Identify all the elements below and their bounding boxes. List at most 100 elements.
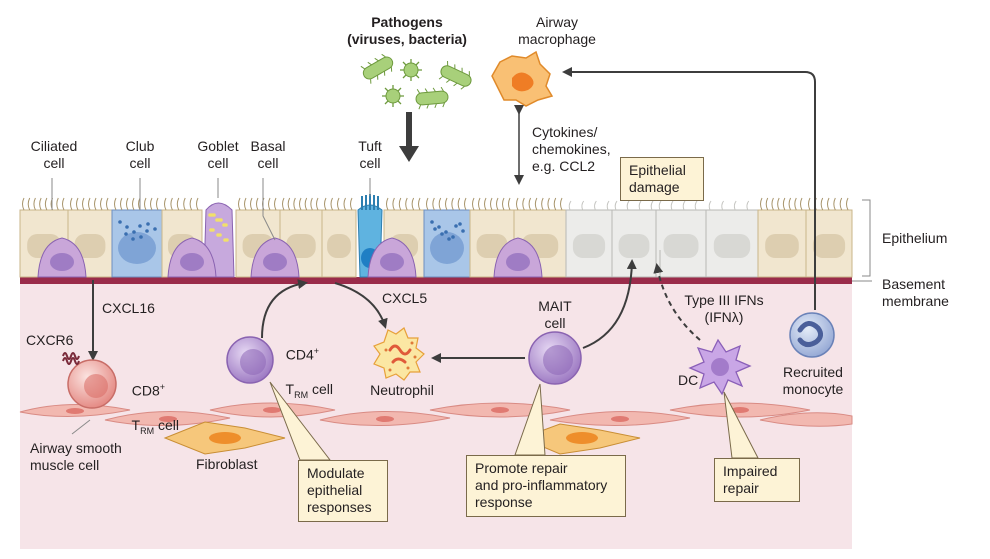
cilia bbox=[708, 200, 750, 211]
club-granule bbox=[458, 222, 462, 226]
cilia bbox=[658, 200, 698, 211]
cell-nucleus bbox=[618, 234, 650, 258]
club-granule bbox=[430, 220, 434, 224]
pathogens-title: Pathogens bbox=[371, 14, 443, 30]
cd4-trm-label: CD4+ TRM cell bbox=[285, 346, 333, 400]
airway-macrophage bbox=[491, 50, 554, 107]
mait-to-epithelium-arrow bbox=[582, 259, 637, 349]
cilia bbox=[614, 200, 654, 211]
goblet-cell-label: Goblet cell bbox=[197, 138, 239, 171]
club-granule bbox=[440, 232, 444, 236]
recruited-monocyte-label: Recruited monocyte bbox=[782, 364, 844, 397]
cell-nucleus bbox=[765, 234, 799, 258]
cxcl5-label: CXCL5 bbox=[382, 290, 428, 306]
cilia bbox=[324, 197, 353, 211]
cell-nucleus bbox=[327, 234, 351, 258]
mucus-granule bbox=[212, 213, 216, 217]
cilia bbox=[164, 197, 199, 211]
neutrophil-cell bbox=[373, 327, 425, 381]
cilia bbox=[472, 197, 511, 211]
macrophage-label: Airway macrophage bbox=[518, 14, 596, 47]
epithelium-bracket bbox=[862, 199, 871, 277]
basal-cell-label: Basal cell bbox=[250, 138, 286, 171]
club-granule bbox=[146, 222, 150, 226]
cilia bbox=[282, 197, 319, 211]
smooth-muscle-nuclei bbox=[66, 407, 749, 422]
cilia bbox=[22, 197, 65, 211]
basal-cell-nucleus bbox=[380, 253, 404, 271]
club-cell-label: Club cell bbox=[125, 138, 155, 171]
club-granule bbox=[145, 229, 149, 233]
cell-nucleus bbox=[713, 234, 751, 258]
club-granule bbox=[118, 220, 122, 224]
epithelial-damage-label: Epithelial damage bbox=[620, 157, 704, 201]
bacterium bbox=[415, 86, 449, 110]
tuft-cell-label: Tuft cell bbox=[358, 138, 382, 171]
club-granule bbox=[461, 229, 465, 233]
basal-cell-nucleus bbox=[263, 253, 287, 271]
type3-ifn-label: Type III IFNs (IFNλ) bbox=[684, 292, 764, 325]
tuft-microvilli bbox=[361, 194, 379, 210]
club-cell-nucleus bbox=[118, 232, 156, 264]
bacterium bbox=[438, 61, 472, 90]
ciliated-cell-label: Ciliated cell bbox=[30, 138, 78, 171]
monocyte-migration-arrow bbox=[562, 67, 816, 310]
club-granule bbox=[139, 235, 143, 239]
basal-cell-nucleus bbox=[50, 253, 74, 271]
fibroblast-cell bbox=[163, 421, 286, 455]
cilia bbox=[114, 197, 159, 211]
virus bbox=[382, 85, 404, 107]
neutrophil-label: Neutrophil bbox=[370, 382, 434, 398]
basement-membrane-label: Basement membrane bbox=[882, 276, 949, 309]
cilia bbox=[760, 197, 803, 211]
cxcl5-arrow bbox=[334, 282, 388, 329]
cell-nucleus bbox=[812, 234, 846, 258]
pathogen-entry-arrow bbox=[399, 112, 419, 162]
promote-callout: Promote repair and pro-inflammatory resp… bbox=[466, 455, 626, 517]
fibroblast-label: Fibroblast bbox=[196, 456, 258, 472]
dendritic-cell bbox=[688, 338, 752, 396]
cxcr6-receptor bbox=[62, 352, 80, 365]
club-granule bbox=[447, 237, 451, 241]
mait-cell bbox=[528, 331, 582, 385]
club-granule bbox=[433, 227, 437, 231]
mucus-granule bbox=[211, 228, 215, 232]
club-granule bbox=[444, 230, 448, 234]
mait-cell-label: MAIT cell bbox=[538, 298, 572, 331]
fibroblast-cell bbox=[520, 423, 641, 455]
mucus-granule bbox=[218, 233, 222, 237]
smooth-muscle-label: Airway smooth muscle cell bbox=[30, 440, 122, 473]
cilia bbox=[426, 197, 467, 211]
cilia bbox=[386, 197, 421, 211]
club-granule bbox=[125, 225, 129, 229]
mucus-granule bbox=[219, 218, 223, 222]
cell-nucleus bbox=[74, 234, 106, 258]
recruited-monocyte bbox=[789, 312, 835, 358]
epithelium-layer bbox=[19, 194, 853, 278]
label-leader-lines bbox=[51, 178, 371, 435]
basal-cell-nucleus bbox=[506, 253, 530, 271]
club-granule bbox=[138, 224, 142, 228]
dc-label: DC bbox=[678, 372, 699, 388]
club-granule bbox=[153, 227, 157, 231]
virus bbox=[400, 59, 422, 81]
cilia bbox=[568, 200, 610, 211]
cell-nucleus bbox=[572, 234, 606, 258]
club-granule bbox=[451, 235, 455, 239]
basement-membrane bbox=[20, 277, 852, 284]
club-granule bbox=[131, 237, 135, 241]
cytokines-label: Cytokines/ chemokines, e.g. CCL2 bbox=[532, 124, 611, 174]
cd8-trm-label: CD8+ TRM cell bbox=[131, 382, 179, 436]
cd4-to-epithelium-arrow bbox=[261, 279, 308, 339]
mucus-granule bbox=[224, 223, 228, 227]
cilia bbox=[70, 197, 109, 211]
pathogens-subtitle: (viruses, bacteria) bbox=[347, 31, 467, 47]
club-granule bbox=[454, 224, 458, 228]
cell-nucleus bbox=[663, 234, 699, 258]
cd8-trm-cell bbox=[62, 352, 117, 409]
club-granule bbox=[132, 230, 136, 234]
club-granule bbox=[437, 225, 441, 229]
club-granule bbox=[124, 232, 128, 236]
cilia bbox=[516, 197, 563, 211]
cilia bbox=[238, 197, 277, 211]
